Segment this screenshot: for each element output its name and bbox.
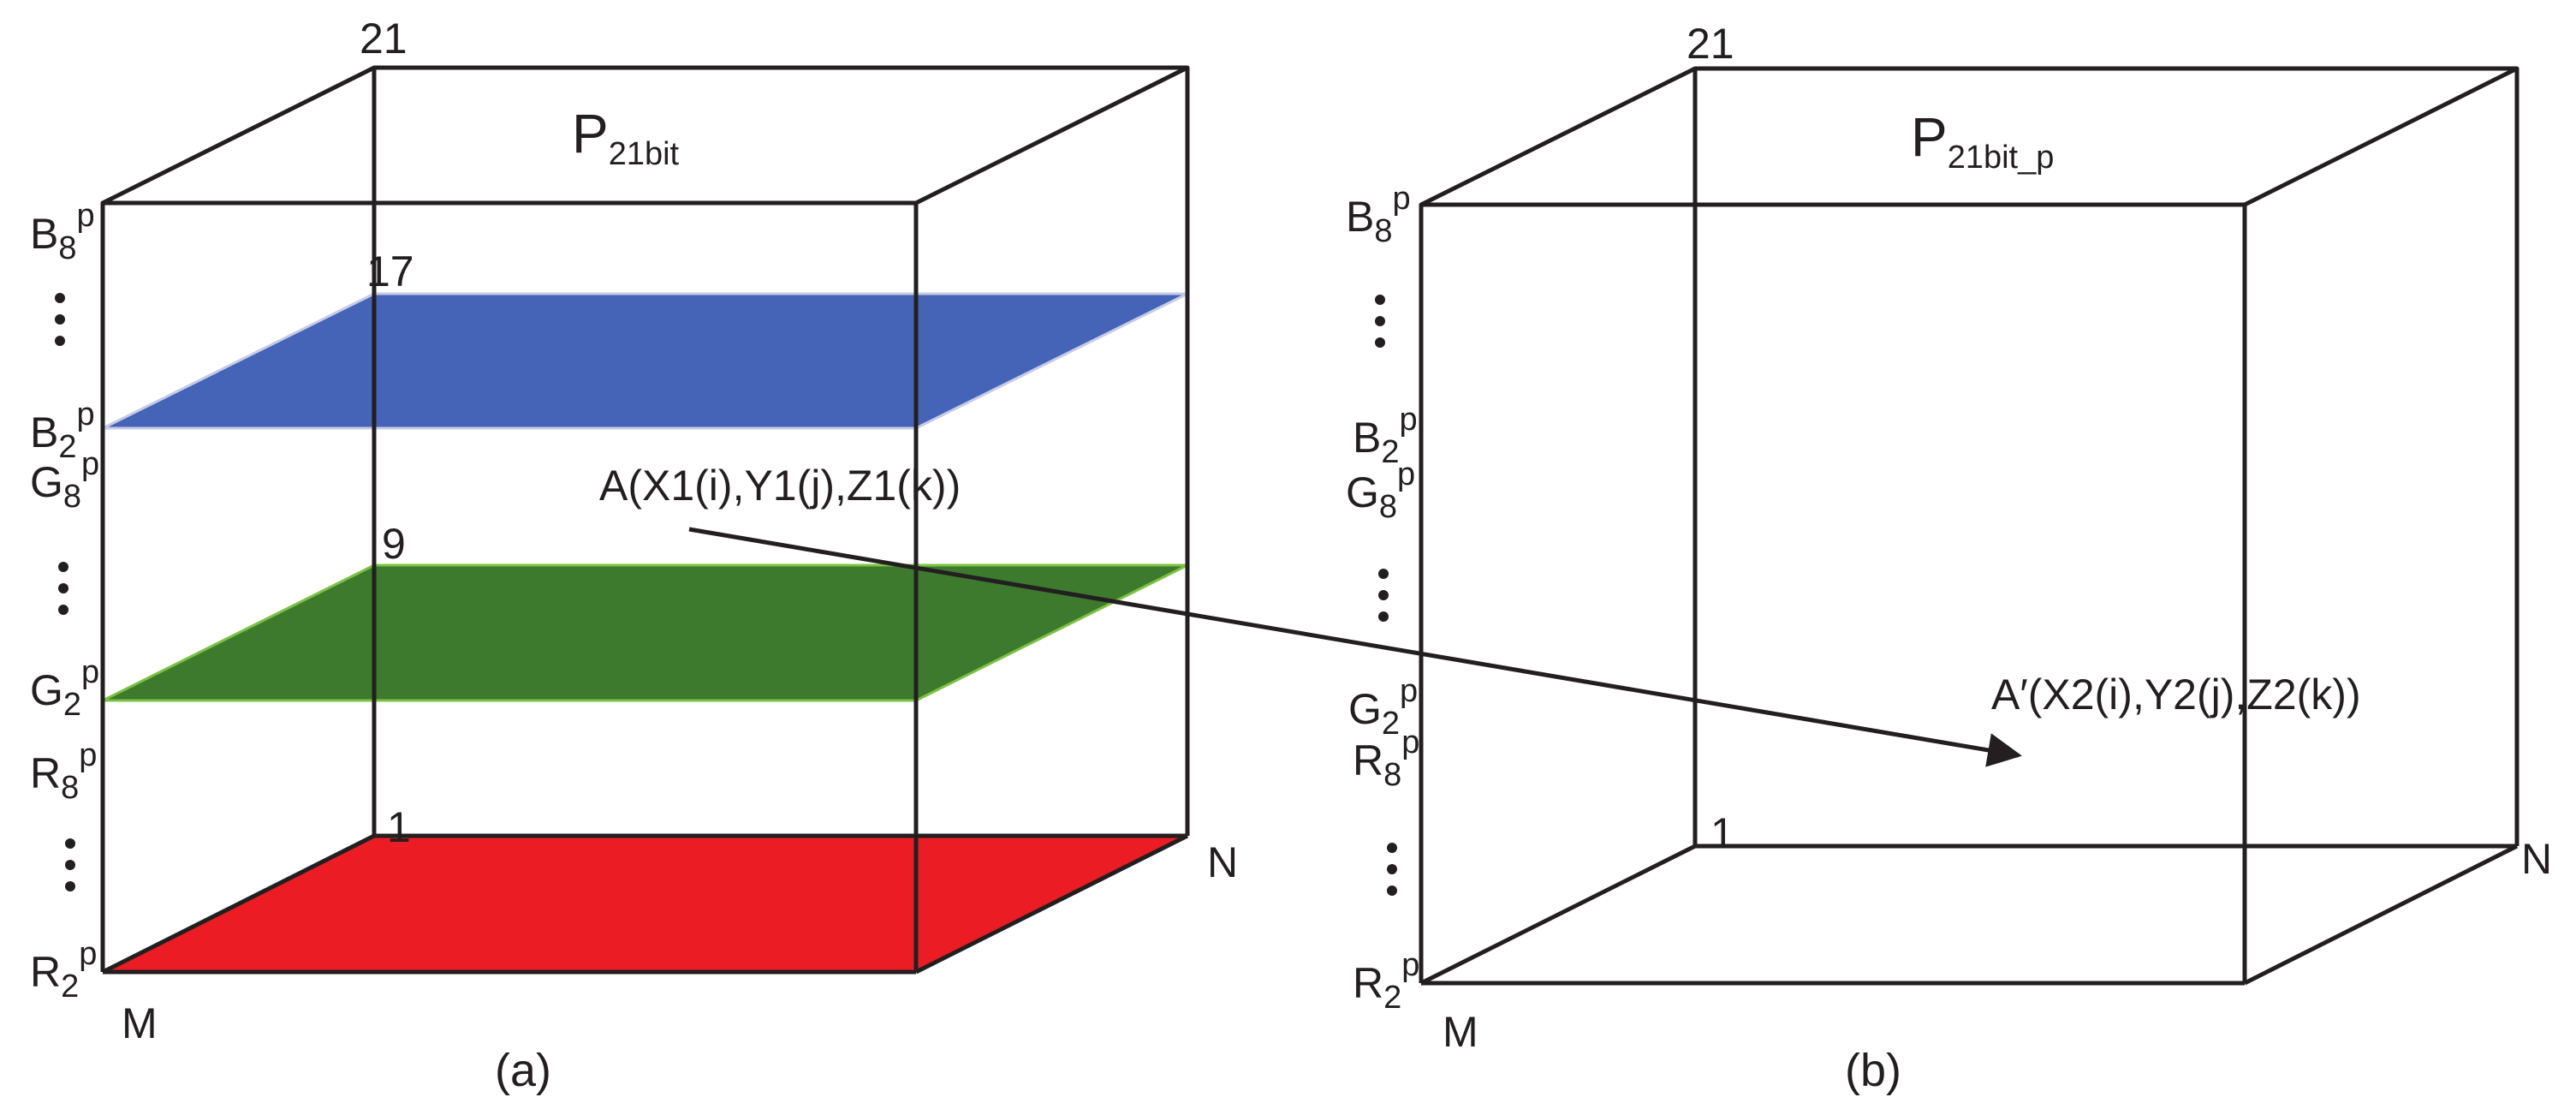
level-17-label: 17 xyxy=(366,247,414,295)
ellipsis-dot xyxy=(1378,569,1389,579)
cube-b-title-main: P xyxy=(1911,106,1948,168)
ellipsis-dot xyxy=(1378,611,1389,622)
cube-b-edges xyxy=(1419,66,2519,986)
level-21-label: 21 xyxy=(1687,20,1734,68)
label-b2p: B2p xyxy=(30,397,95,465)
ellipsis-dot xyxy=(1387,885,1397,896)
blue-plane-bit17 xyxy=(102,292,1188,430)
corner-n-label: N xyxy=(2521,835,2552,883)
level-21-label: 21 xyxy=(360,15,408,63)
mapping-arrow xyxy=(688,527,2022,767)
point-a-prime-label: A′(X2(i),Y2(j),Z2(k)) xyxy=(1991,671,2361,718)
caption-a: (a) xyxy=(495,1045,551,1096)
ellipsis-dot xyxy=(58,562,68,572)
ellipsis-dot xyxy=(65,860,75,870)
ellipsis-dot xyxy=(55,314,65,325)
corner-n-label: N xyxy=(1207,838,1238,886)
ellipsis-dot xyxy=(55,293,65,303)
label-g2p: G2p xyxy=(1348,673,1418,742)
label-r2p: R2p xyxy=(30,936,97,1005)
label-g2p: G2p xyxy=(30,654,99,723)
ellipsis-dot xyxy=(65,838,75,849)
panel-a: 21 17 9 1 P21bit B8p B2p G8p G2p R8p xyxy=(30,15,1238,1096)
cube-a-title: P21bit xyxy=(572,103,680,172)
point-a-label: A(X1(i),Y1(j),Z1(k)) xyxy=(599,462,961,510)
label-r8p: R8p xyxy=(1353,724,1419,793)
ellipsis-dot xyxy=(58,583,68,593)
ellipsis-dot xyxy=(55,336,65,346)
ellipsis-dot xyxy=(1378,590,1389,600)
corner-m-label: M xyxy=(122,999,158,1047)
label-g8p: G8p xyxy=(30,446,99,515)
corner-m-label: M xyxy=(1443,1008,1478,1056)
label-b2p: B2p xyxy=(1353,402,1418,470)
label-b8p: B8p xyxy=(30,198,95,266)
ellipsis-dot xyxy=(58,605,68,615)
cube-b-title-sub: 21bit_p xyxy=(1948,140,2055,176)
panel-b: 21 1 P21bit_p B8p B2p G8p G2p R8p R2p xyxy=(1346,20,2552,1096)
ellipsis-dot xyxy=(1375,316,1385,326)
level-9-label: 9 xyxy=(382,520,406,568)
red-plane-bit1 xyxy=(103,836,1187,972)
ellipsis-dot xyxy=(1387,864,1397,874)
label-g8p: G8p xyxy=(1346,456,1415,525)
cube-a-title-sub: 21bit xyxy=(609,136,680,172)
label-b8p: B8p xyxy=(1346,181,1411,249)
cube-b-title: P21bit_p xyxy=(1911,106,2054,176)
ellipsis-dot xyxy=(1375,337,1385,348)
level-1-label: 1 xyxy=(387,803,411,851)
ellipsis-dot xyxy=(1387,843,1397,853)
ellipsis-dot xyxy=(1375,295,1385,305)
level-1-label: 1 xyxy=(1710,809,1734,857)
caption-b: (b) xyxy=(1845,1045,1901,1096)
cube-a-title-main: P xyxy=(572,103,609,164)
ellipsis-dot xyxy=(65,881,75,891)
label-r8p: R8p xyxy=(30,737,97,806)
cube-a-edges xyxy=(100,65,1190,975)
label-r2p: R2p xyxy=(1353,947,1419,1016)
